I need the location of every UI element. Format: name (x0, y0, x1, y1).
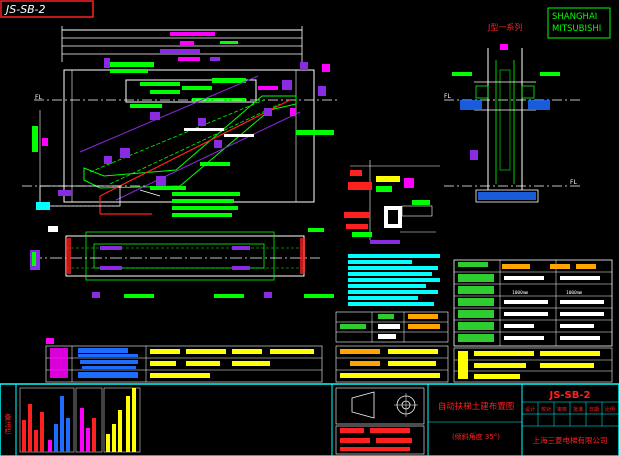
sign-header-3: 批准 (573, 406, 583, 413)
load-table (335, 345, 613, 383)
sign-header-4: 日期 (589, 407, 599, 413)
plan-view (30, 226, 334, 298)
side-label: 备注栏 (4, 413, 12, 436)
corner-tag-text: JS-SB-2 (4, 3, 46, 16)
spec-speed-b: 1000mm (566, 290, 583, 296)
title-strip: 备注栏 (0, 383, 619, 456)
company-name: 上海三菱电梯有限公司 (533, 435, 608, 445)
elevation-view: FL (22, 26, 338, 217)
sign-header-0: 设计 (525, 406, 535, 413)
detail-view (344, 160, 440, 244)
level-mark-left: FL (35, 94, 42, 101)
aux-table (335, 311, 449, 343)
drawing-title: 自动扶梯土建布置图 (438, 401, 515, 412)
section-view: FL FL (444, 44, 582, 203)
legend-table (45, 338, 323, 383)
projection-symbol (335, 387, 425, 455)
brand-line-1: SHANGHAI (552, 12, 597, 22)
level-mark-right-lower: FL (570, 179, 577, 186)
sign-header-1: 校对 (541, 406, 551, 413)
drawing-number: JS-SB-2 (548, 390, 590, 401)
signature-bars (19, 387, 141, 453)
notes-block (348, 254, 440, 306)
brand-box: SHANGHAI MITSUBISHI (547, 7, 611, 39)
sign-header-2: 审核 (557, 406, 567, 413)
brand-line-2: MITSUBISHI (552, 24, 601, 34)
sign-header-5: 比例 (605, 406, 615, 413)
series-label: J型一系列 (487, 22, 522, 32)
side-label-text: 备注栏 (4, 413, 12, 436)
angle-note: (倾斜角度 35°) (452, 432, 500, 441)
spec-speed-a: 1000mm (512, 290, 529, 296)
spec-table: 1000mm 1000mm (453, 259, 613, 347)
corner-tag: JS-SB-2 (0, 0, 94, 18)
level-mark-right-upper: FL (444, 93, 451, 100)
